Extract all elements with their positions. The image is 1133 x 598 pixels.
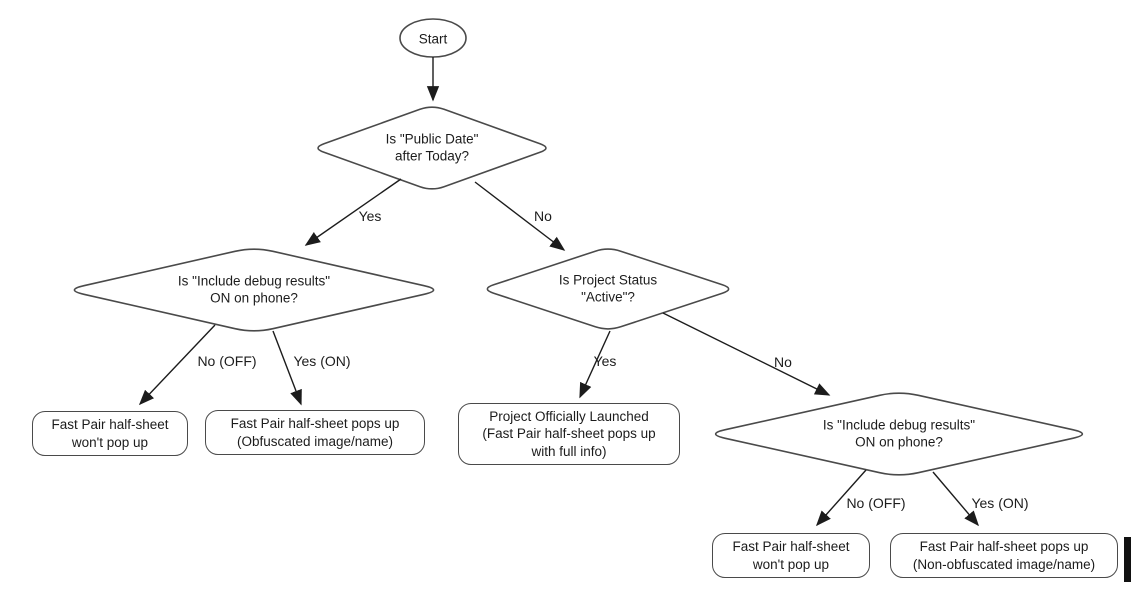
edge-label-yes-top: Yes (358, 208, 382, 224)
decision-public-date-shape (317, 106, 547, 190)
result-wont-popup-right: Fast Pair half-sheet won't pop up (712, 533, 870, 578)
edge-label-yes-on-left: Yes (ON) (293, 353, 351, 369)
arrow-nooff-to-wont-popup-left (138, 324, 216, 406)
edge-label-no-top: No (534, 208, 552, 224)
decision-project-status-label: Is Project Status "Active"? (558, 272, 658, 305)
decision-debug-right-shape (714, 392, 1084, 476)
text-cursor-artifact (1124, 537, 1131, 582)
edge-label-no-off-left: No (OFF) (197, 353, 257, 369)
result-wont-popup-left: Fast Pair half-sheet won't pop up (32, 411, 188, 456)
arrow-yes-to-launched (579, 330, 611, 399)
arrow-yes-to-debug-left (304, 178, 402, 246)
arrow-yeson-to-non-obfuscated (932, 471, 979, 527)
edge-label-yes-status: Yes (593, 353, 617, 369)
decision-project-status-shape (486, 248, 730, 330)
arrow-yeson-to-obfuscated (272, 330, 302, 406)
edge-label-no-off-right: No (OFF) (846, 495, 906, 511)
edge-label-yes-on-right: Yes (ON) (971, 495, 1029, 511)
start-node-label: Start (418, 31, 448, 47)
arrow-nooff-to-wont-popup-right (815, 469, 867, 527)
edge-label-no-status: No (774, 354, 792, 370)
result-launched: Project Officially Launched (Fast Pair h… (458, 403, 680, 465)
decision-debug-left-shape (73, 248, 435, 332)
arrow-no-to-project-status (474, 181, 566, 251)
decision-public-date-label: Is "Public Date" after Today? (385, 131, 479, 164)
result-obfuscated: Fast Pair half-sheet pops up (Obfuscated… (205, 410, 425, 455)
decision-debug-right-label: Is "Include debug results" ON on phone? (822, 417, 976, 450)
result-non-obfuscated: Fast Pair half-sheet pops up (Non-obfusc… (890, 533, 1118, 578)
decision-debug-left-label: Is "Include debug results" ON on phone? (177, 273, 331, 306)
arrow-no-to-debug-right (662, 312, 831, 396)
